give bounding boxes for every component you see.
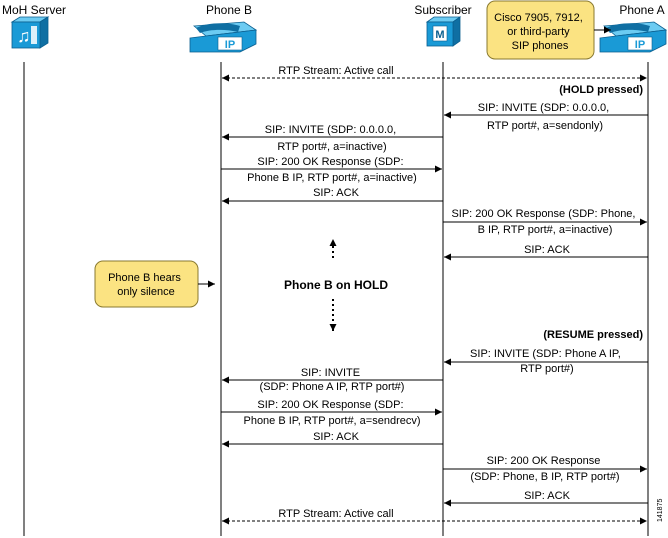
phone-b-on-hold-label: Phone B on HOLD	[284, 278, 388, 292]
rtp-stream-label: RTP Stream: Active call	[278, 65, 393, 77]
sip-invite-message: SIP: INVITE (SDP: Phone A IP, RTP port#)	[260, 367, 405, 393]
phone-b-silence-text: Phone B hears only silence	[108, 272, 184, 298]
rtp-stream-label: RTP Stream: Active call	[278, 508, 393, 520]
svg-text:♫: ♫	[17, 26, 31, 46]
sip-invite-message: SIP: INVITE (SDP: 0.0.0.0, RTP port#, a=…	[478, 102, 613, 132]
sip-200-ok-message: SIP: 200 OK Response (SDP: Phone B IP, R…	[247, 156, 417, 184]
figure-id: 141875	[657, 499, 664, 522]
moh-server-icon: ♫	[10, 16, 50, 49]
sip-ack-message: SIP: ACK	[313, 187, 360, 199]
sip-200-ok-message: SIP: 200 OK Response (SDP: Phone, B IP, …	[451, 208, 638, 236]
svg-text:IP: IP	[225, 39, 235, 51]
phone-b-silence-note	[94, 260, 199, 308]
participant-subscriber-label: Subscriber	[414, 3, 471, 17]
sip-invite-message: SIP: INVITE (SDP: 0.0.0.0, RTP port#, a=…	[265, 124, 400, 153]
hold-pressed-event: (HOLD pressed)	[559, 84, 643, 96]
sip-ack-message: SIP: ACK	[524, 244, 571, 256]
sip-ack-message: SIP: ACK	[524, 490, 571, 502]
phone-a-models-text: Cisco 7905, 7912, or third-party SIP pho…	[494, 12, 586, 52]
participant-phone-a-label: Phone A	[619, 3, 664, 17]
sip-200-ok-message: SIP: 200 OK Response (SDP: Phone B IP, R…	[243, 399, 420, 427]
ip-phone-icon: IP	[599, 21, 668, 53]
sip-ack-message: SIP: ACK	[313, 431, 360, 443]
svg-text:M: M	[435, 29, 444, 41]
sip-200-ok-message: SIP: 200 OK Response (SDP: Phone, B IP, …	[470, 455, 619, 483]
sip-invite-message: SIP: INVITE (SDP: Phone A IP, RTP port#)	[470, 348, 624, 375]
ip-phone-icon: IP	[189, 21, 258, 53]
participant-moh-server-label: MoH Server	[2, 3, 66, 17]
resume-pressed-event: (RESUME pressed)	[543, 329, 643, 341]
participant-phone-b-label: Phone B	[206, 3, 252, 17]
call-manager-icon: M	[425, 16, 462, 47]
svg-text:IP: IP	[635, 39, 645, 51]
